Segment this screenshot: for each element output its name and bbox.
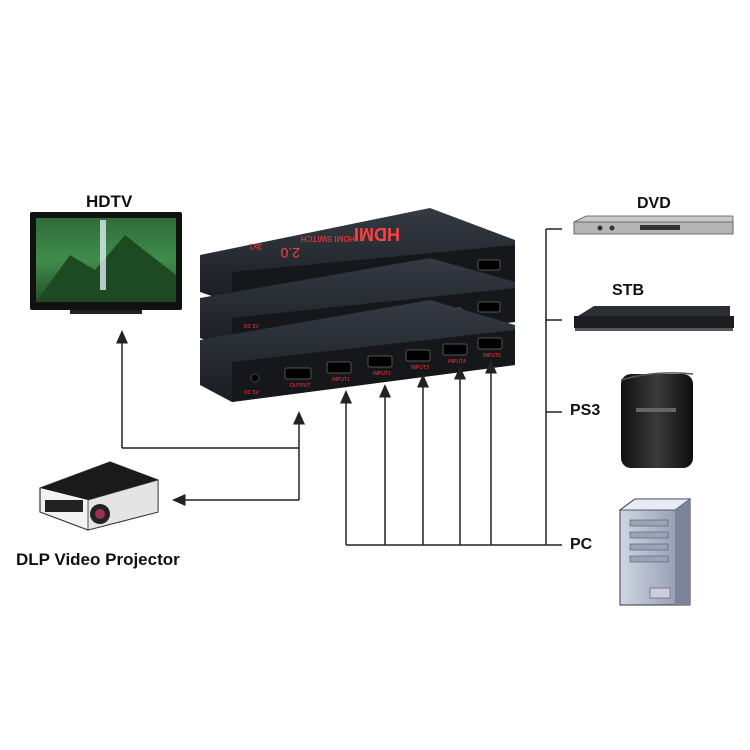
hdmi-input-port-2 [367,355,393,368]
hdmi-input-port-1 [326,361,352,374]
dvd-device [573,215,734,235]
hdmi-switch-stack: HDMI 2.0 HDMI SWITCH 3x1 DC 5V DC 5V [200,208,515,402]
projector-device [39,461,159,531]
switch-model-text: HDMI SWITCH [301,234,355,243]
hdmi-input-port-5 [477,337,503,350]
pc-label: PC [570,536,593,553]
input-port-label-5: INPUT5 [483,353,501,359]
output-port-label: OUTPUT [290,383,311,389]
dvd-label: DVD [637,195,671,212]
switch-version-text: 2.0 [280,245,300,261]
switch-brand-text: HDMI [354,224,400,244]
power-jack [250,373,260,383]
projector-label: DLP Video Projector [16,550,180,569]
dc-label: DC 5V [244,390,259,396]
input-port-label-4: INPUT4 [448,359,466,365]
connection-lines [116,228,562,546]
hdmi-switch-unit-front: DC 5V OUTPUT INPUT1 INPUT2 INPUT3 INPUT4… [200,300,515,402]
stb-device [574,306,734,331]
pc-device [618,498,692,606]
hdmi-port [477,259,501,271]
hdmi-input-port-3 [405,349,431,362]
hdmi-output-port [284,367,312,380]
hdtv-label: HDTV [86,192,133,211]
input-port-label-3: INPUT3 [411,365,429,371]
ps3-device [620,372,694,468]
hdtv-device [30,212,182,314]
switch-ratio-text: 3x1 [249,242,262,251]
stb-label: STB [612,282,644,299]
dc-label: DC 5V [244,324,259,330]
hdmi-port [477,301,501,313]
ps3-label: PS3 [570,402,601,419]
input-port-label-1: INPUT1 [332,377,350,383]
input-port-label-2: INPUT2 [373,371,391,377]
hdmi-input-port-4 [442,343,468,356]
